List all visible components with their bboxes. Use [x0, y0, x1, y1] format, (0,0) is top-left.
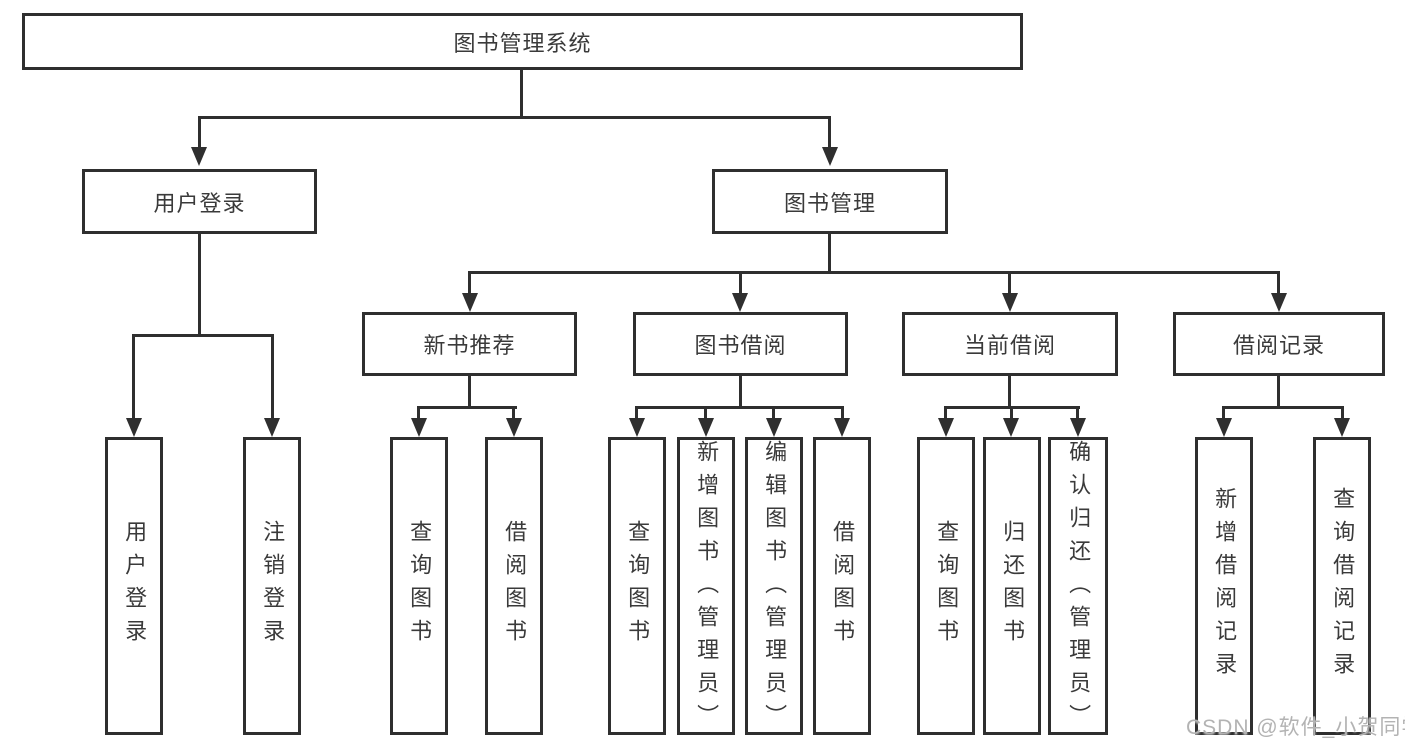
connector-stem-query-book-recommend — [417, 406, 420, 422]
connector-root-crossbar — [198, 116, 831, 119]
leaf-logout-label: 注销登录 — [260, 520, 286, 652]
arrowhead-leaf-user-login — [126, 418, 142, 437]
leaf-borrow-book-recommend-label: 借阅图书 — [502, 520, 528, 652]
arrowhead-user-login — [191, 147, 207, 166]
leaf-user-login: 用户登录 — [105, 437, 163, 735]
arrowhead-leaf-logout — [264, 418, 280, 437]
leaf-borrow-book-label: 借阅图书 — [830, 520, 856, 652]
leaf-confirm-return-admin-label: 确认归还（管理员） — [1066, 440, 1092, 737]
node-book-management: 图书管理 — [712, 169, 948, 234]
connector-stem-add-book-admin — [704, 406, 707, 422]
node-current-borrow: 当前借阅 — [902, 312, 1118, 376]
leaf-return-book: 归还图书 — [983, 437, 1041, 735]
leaf-query-book-current-label: 查询图书 — [934, 520, 960, 652]
leaf-edit-book-admin: 编辑图书（管理员） — [745, 437, 803, 737]
connector-stem-borrow-book-recommend — [512, 406, 515, 422]
leaf-borrow-book-recommend: 借阅图书 — [485, 437, 543, 735]
arrowhead-query-book-borrow — [629, 418, 645, 437]
arrowhead-query-book-current — [938, 418, 954, 437]
connector-stem-user-login — [198, 116, 201, 150]
connector-stem-query-book-borrow — [635, 406, 638, 422]
node-new-book-recommend: 新书推荐 — [362, 312, 577, 376]
node-user-login: 用户登录 — [82, 169, 317, 234]
arrowhead-confirm-return — [1070, 418, 1086, 437]
connector-stem-book-management — [828, 116, 831, 150]
connector-userlogin-trunk — [198, 232, 201, 336]
arrowhead-borrow-book-recommend — [506, 418, 522, 437]
leaf-query-borrow-record-label: 查询借阅记录 — [1330, 487, 1356, 685]
connector-stem-confirm-return — [1076, 406, 1079, 422]
connector-root-trunk — [520, 67, 523, 117]
leaf-edit-book-admin-label: 编辑图书（管理员） — [762, 440, 788, 737]
connector-borrow-crossbar — [635, 406, 844, 409]
connector-recommend-trunk — [468, 374, 471, 408]
leaf-logout: 注销登录 — [243, 437, 301, 735]
connector-stem-query-borrow-record — [1341, 406, 1344, 422]
leaf-query-book-borrow-label: 查询图书 — [625, 520, 651, 652]
node-book-borrow: 图书借阅 — [633, 312, 848, 376]
connector-userlogin-crossbar — [132, 334, 273, 337]
arrowhead-current-borrow — [1002, 293, 1018, 312]
connector-current-trunk — [1008, 374, 1011, 408]
leaf-user-login-label: 用户登录 — [122, 520, 148, 652]
connector-record-crossbar — [1222, 406, 1344, 409]
node-user-login-label: 用户登录 — [153, 190, 246, 216]
connector-stem-borrow-record — [1277, 271, 1280, 297]
connector-stem-current-borrow — [1008, 271, 1011, 297]
connector-mgmt-crossbar — [468, 271, 1280, 274]
node-borrow-record-label: 借阅记录 — [1232, 333, 1325, 358]
leaf-query-book-borrow: 查询图书 — [608, 437, 666, 735]
connector-stem-leaf-logout — [271, 334, 274, 422]
leaf-return-book-label: 归还图书 — [1000, 520, 1026, 652]
leaf-query-book-current: 查询图书 — [917, 437, 975, 735]
leaf-borrow-book: 借阅图书 — [813, 437, 871, 735]
arrowhead-borrow-book — [834, 418, 850, 437]
csdn-watermark: CSDN @软件_小贺同学 — [1186, 716, 1405, 739]
arrowhead-query-borrow-record — [1334, 418, 1350, 437]
connector-stem-query-book-current — [944, 406, 947, 422]
arrowhead-add-book-admin — [698, 418, 714, 437]
leaf-query-book-recommend-label: 查询图书 — [407, 520, 433, 652]
connector-record-trunk — [1277, 374, 1280, 408]
connector-stem-new-book-recommend — [468, 271, 471, 297]
node-root-label: 图书管理系统 — [453, 30, 592, 56]
node-book-management-label: 图书管理 — [783, 190, 876, 216]
leaf-add-book-admin: 新增图书（管理员） — [677, 437, 735, 737]
connector-recommend-crossbar — [417, 406, 517, 409]
node-current-borrow-label: 当前借阅 — [963, 333, 1056, 358]
arrowhead-query-book-recommend — [411, 418, 427, 437]
arrowhead-add-borrow-record — [1216, 418, 1232, 437]
connector-stem-return-book — [1010, 406, 1013, 422]
connector-mgmt-trunk — [828, 232, 831, 274]
node-root: 图书管理系统 — [22, 13, 1023, 70]
arrowhead-return-book — [1003, 418, 1019, 437]
connector-stem-book-borrow — [739, 271, 742, 297]
arrowhead-book-borrow — [732, 293, 748, 312]
leaf-confirm-return-admin: 确认归还（管理员） — [1048, 437, 1108, 737]
leaf-add-borrow-record-label: 新增借阅记录 — [1212, 487, 1238, 685]
connector-stem-edit-book-admin — [772, 406, 775, 422]
arrowhead-borrow-record — [1271, 293, 1287, 312]
leaf-add-borrow-record: 新增借阅记录 — [1195, 437, 1253, 735]
connector-stem-add-borrow-record — [1222, 406, 1225, 422]
leaf-add-book-admin-label: 新增图书（管理员） — [694, 440, 720, 737]
leaf-query-borrow-record: 查询借阅记录 — [1313, 437, 1371, 735]
connector-borrow-trunk — [739, 374, 742, 408]
connector-stem-leaf-user-login — [132, 334, 135, 422]
node-new-book-recommend-label: 新书推荐 — [423, 333, 516, 358]
arrowhead-new-book-recommend — [462, 293, 478, 312]
leaf-query-book-recommend: 查询图书 — [390, 437, 448, 735]
arrowhead-book-management — [822, 147, 838, 166]
node-book-borrow-label: 图书借阅 — [694, 333, 787, 358]
node-borrow-record: 借阅记录 — [1173, 312, 1385, 376]
arrowhead-edit-book-admin — [766, 418, 782, 437]
connector-stem-borrow-book — [841, 406, 844, 422]
